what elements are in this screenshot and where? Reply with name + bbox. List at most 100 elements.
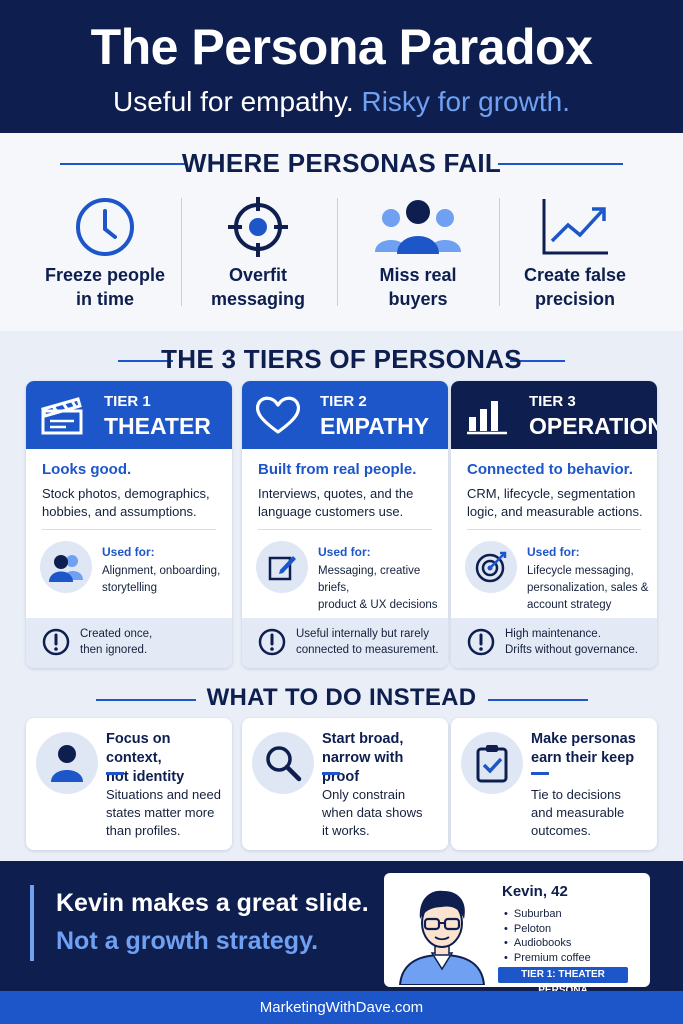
closing-banner: Kevin makes a great slide. Not a growth … [0,861,683,996]
trend-chart-icon [495,195,655,259]
heading-rule-right [510,360,565,362]
target-icon [465,541,517,593]
accent-dash [322,772,340,775]
page-subtitle: Useful for empathy. Risky for growth. [0,86,683,118]
tier-lead: Built from real people. [258,461,417,478]
used-for-text: Messaging, creative briefs,product & UX … [318,565,438,611]
tier-header: TIER 2 EMPATHY [242,381,448,449]
people-group-icon [338,195,498,259]
alert-icon [42,628,70,661]
bar-chart-icon [465,395,509,440]
alert-icon [467,628,495,661]
persona-card: Kevin, 42 Suburban Peloton Audiobooks Pr… [384,873,650,996]
persona-traits: Suburban Peloton Audiobooks Premium coff… [504,907,591,965]
tier-lead: Looks good. [42,461,132,478]
instead-title: Start broad,narrow with proof [322,731,404,785]
clipboard-check-icon [461,732,523,794]
tier-header: TIER 1 THEATER [26,381,232,449]
warning-text: Created once,then ignored. [80,628,153,656]
tier-warning: Created once,then ignored. [26,618,232,668]
accent-dash [531,772,549,775]
header-banner: The Persona Paradox Useful for empathy. … [0,0,683,133]
accent-dash [106,772,124,775]
divider [499,198,500,306]
heart-icon [255,395,301,440]
magnifier-icon [252,732,314,794]
tier-warning: High maintenance.Drifts without governan… [451,618,657,668]
tier-number: TIER 3 [529,393,576,410]
clapperboard-icon [40,395,84,440]
tier-number: TIER 1 [104,393,151,410]
divider [181,198,182,306]
tier-lead: Connected to behavior. [467,461,633,478]
closing-line-2: Not a growth strategy. [56,927,319,955]
instead-title: Focus on context,not identity [106,731,185,785]
tier-name: OPERATIONAL [529,413,657,439]
person-icon [36,732,98,794]
persona-trait: Premium coffee [504,951,591,966]
tier-card-theater: TIER 1 THEATER Looks good. Stock photos,… [26,381,232,668]
edit-icon [256,541,308,593]
tier-card-operational: TIER 3 OPERATIONAL Connected to behavior… [451,381,657,668]
divider [337,198,338,306]
tier-name: THEATER [104,413,211,439]
heading-rule-left [60,163,185,165]
tiers-heading: THE 3 TIERS OF PERSONAS [161,344,522,374]
clock-icon [25,195,185,259]
instead-card-start-broad: Start broad,narrow with proof Only const… [242,718,448,850]
divider [467,529,641,530]
persona-tier-badge: TIER 1: THEATER PERSONA [498,967,628,996]
used-for-title: Used for: [102,545,155,559]
heading-rule-left [118,360,173,362]
footer-site-link[interactable]: MarketingWithDave.com [0,991,683,1024]
users-icon [40,541,92,593]
persona-avatar-icon [392,879,492,990]
tier-number: TIER 2 [320,393,367,410]
used-for-text: Alignment, onboarding,storytelling [102,565,221,594]
used-for-text: Lifecycle messaging,personalization, sal… [527,565,649,611]
persona-name: Kevin, 42 [502,883,568,900]
fail-heading: WHERE PERSONAS FAIL [181,148,502,178]
heading-rule-right [498,163,623,165]
heading-rule-right [488,699,588,701]
tier-name: EMPATHY [320,413,430,439]
subtitle-part-1: Useful for empathy. [113,86,354,117]
used-for-title: Used for: [527,545,580,559]
persona-trait: Suburban [504,907,591,922]
fail-section [0,133,683,331]
heading-rule-left [96,699,196,701]
instead-heading: WHAT TO DO INSTEAD [206,684,477,711]
alert-icon [258,628,286,661]
crosshair-icon [178,195,338,259]
warning-text: High maintenance.Drifts without governan… [505,628,638,656]
tier-description: Stock photos, demographics,hobbies, and … [42,486,210,519]
divider [258,529,432,530]
used-for-title: Used for: [318,545,371,559]
instead-card-context: Focus on context,not identity Situations… [26,718,232,850]
page-title: The Persona Paradox [90,19,593,75]
closing-line-1: Kevin makes a great slide. [56,889,369,917]
persona-trait: Audiobooks [504,936,591,951]
tier-header: TIER 3 OPERATIONAL [451,381,657,449]
accent-bar [30,885,34,961]
subtitle-part-2: Risky for growth. [361,86,570,117]
persona-trait: Peloton [504,922,591,937]
tier-card-empathy: TIER 2 EMPATHY Built from real people. I… [242,381,448,668]
